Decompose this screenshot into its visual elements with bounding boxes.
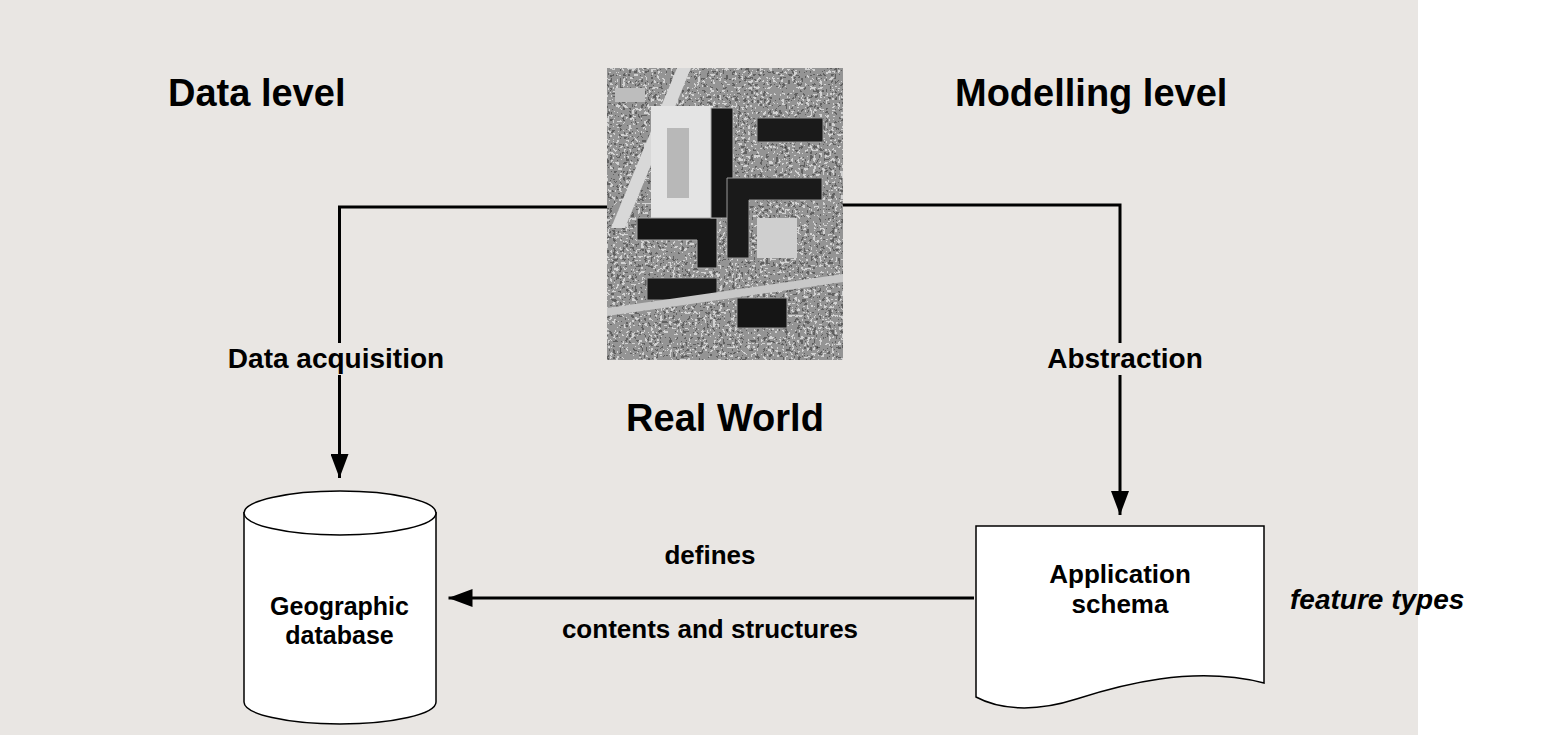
connector-label: Abstraction	[1041, 343, 1209, 375]
real-world-image: Real World	[607, 68, 843, 360]
level-heading: Data level	[168, 72, 345, 116]
connector-label: defines	[658, 541, 761, 571]
annotation: feature types	[1290, 584, 1464, 616]
connector-label: contents and structures	[562, 615, 858, 645]
aerial-photo	[607, 68, 843, 360]
document-shape	[975, 525, 1265, 715]
connector-label: Data acquisition	[222, 343, 450, 375]
node-label: Application schema	[1030, 560, 1210, 620]
node-label: Geographic database	[255, 592, 425, 650]
level-heading: Modelling level	[955, 72, 1227, 116]
image-caption: Real World	[626, 397, 824, 441]
database-node: Geographic database	[243, 490, 437, 725]
connector-arrow	[449, 597, 975, 600]
schema-node: Application schema	[975, 525, 1265, 715]
